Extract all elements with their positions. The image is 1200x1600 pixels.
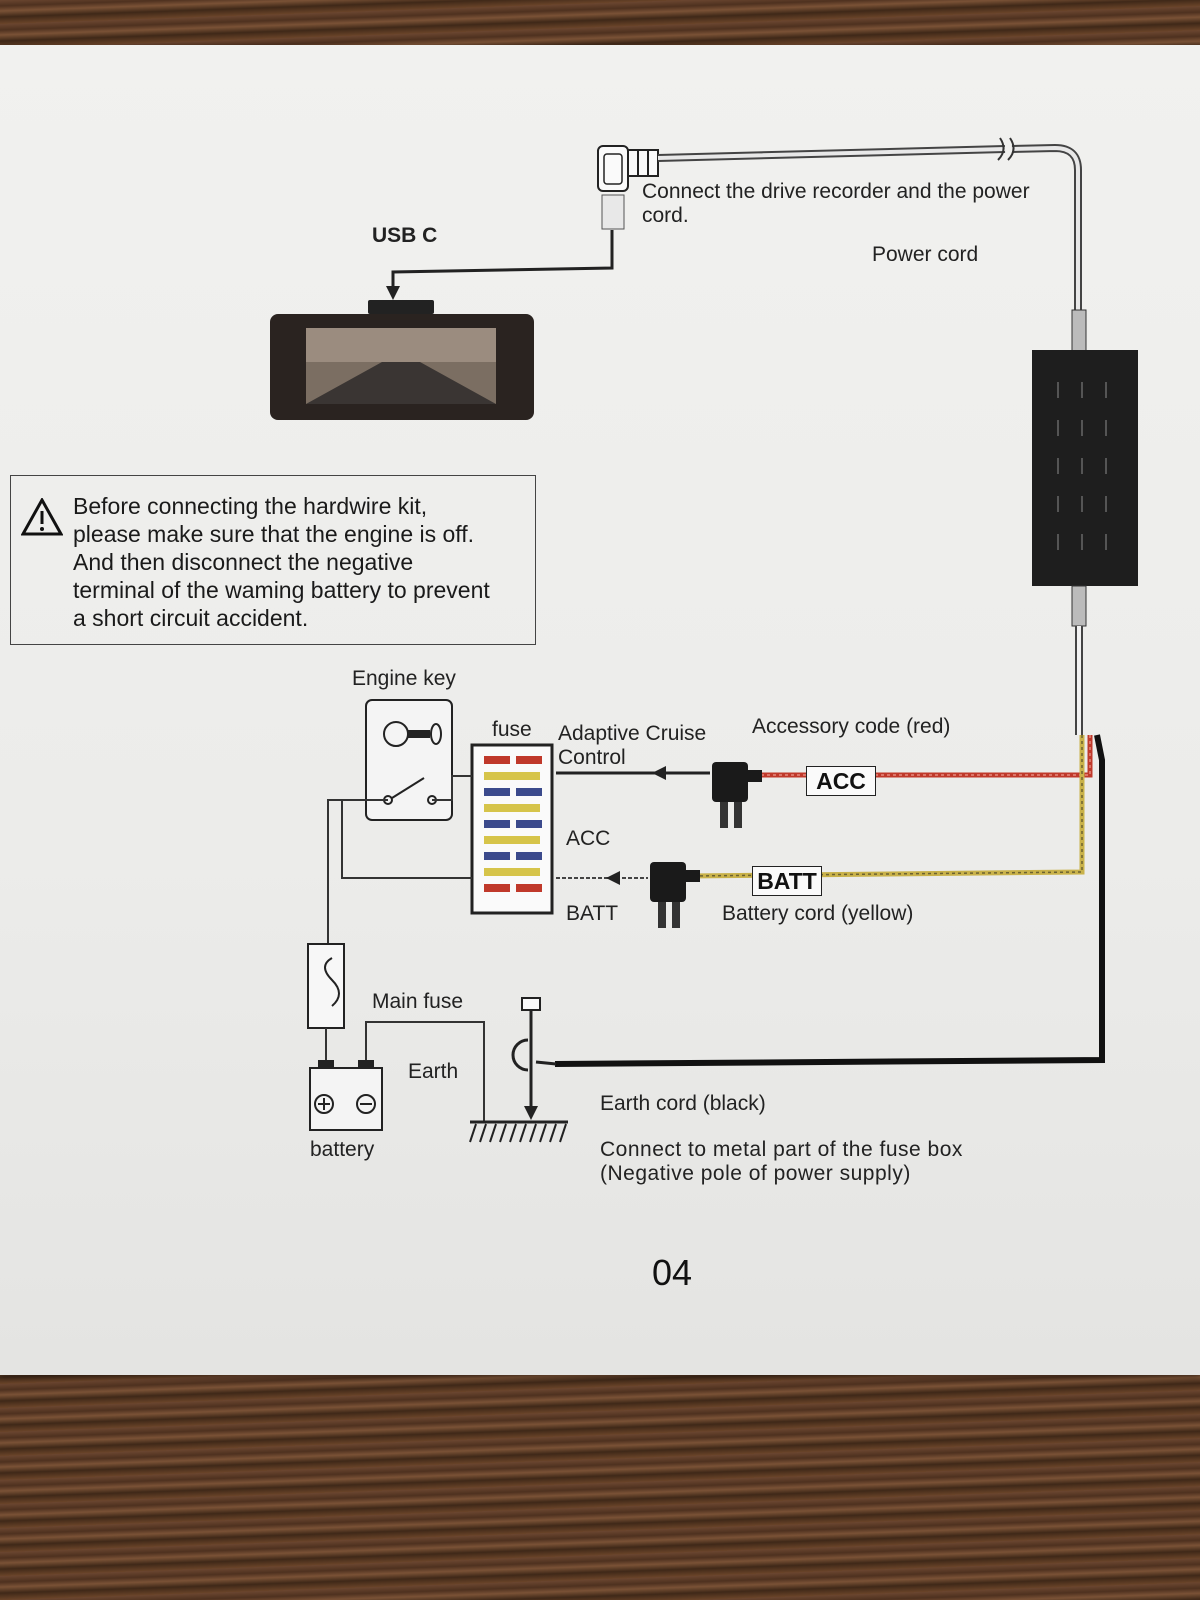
warning-triangle-icon: [21, 498, 63, 536]
ground-icon: [469, 997, 568, 1143]
usb-c-label: USB C: [372, 224, 438, 247]
battery-wire-yellow: [687, 735, 1085, 879]
battery-cord-label: Battery cord (yellow): [722, 902, 914, 925]
batt-label: BATT: [566, 902, 619, 925]
power-cord-label: Power cord: [872, 243, 979, 266]
warning-text: Before connecting the hardwire kit, plea…: [73, 493, 490, 631]
acc-tag: ACC: [806, 766, 876, 796]
page-number: 04: [652, 1252, 693, 1293]
usb-c-plug-icon: [597, 145, 659, 230]
power-cord: [657, 137, 1087, 353]
battery-icon: [309, 1021, 485, 1131]
engine-key-label: Engine key: [352, 667, 456, 690]
dash-cam-icon: [270, 300, 534, 420]
warning-box: Before connecting the hardwire kit, plea…: [10, 475, 536, 645]
main-fuse-label: Main fuse: [372, 990, 464, 1013]
battery-label: battery: [310, 1138, 375, 1161]
circuit-lines: [327, 775, 472, 944]
main-fuse-icon: [307, 943, 345, 1064]
connect-metal-label: Connect to metal part of the fuse box (N…: [600, 1138, 963, 1185]
plus-icon: [314, 1094, 334, 1114]
earth-cord-label: Earth cord (black): [600, 1092, 766, 1115]
manual-page: [0, 45, 1200, 1375]
acc-fuse-tap: [556, 762, 762, 828]
adaptive-cruise-label: Adaptive Cruise Control: [558, 722, 707, 769]
earth-wire-black: [554, 734, 1105, 1067]
acc-label: ACC: [566, 827, 611, 850]
converter-box: [1032, 350, 1138, 627]
batt-fuse-tap: [556, 862, 700, 928]
usb-c-arrow: [386, 230, 614, 300]
wood-background-bottom: [0, 1360, 1200, 1600]
earth-label: Earth: [408, 1060, 459, 1083]
engine-key-icon: [365, 699, 453, 821]
minus-icon: [356, 1094, 376, 1114]
batt-tag: BATT: [752, 866, 822, 896]
accessory-code-label: Accessory code (red): [752, 715, 951, 738]
fuse-label: fuse: [492, 718, 532, 741]
connect-recorder-label: Connect the drive recorder and the power…: [642, 180, 1030, 227]
fuse-box: [470, 743, 554, 915]
